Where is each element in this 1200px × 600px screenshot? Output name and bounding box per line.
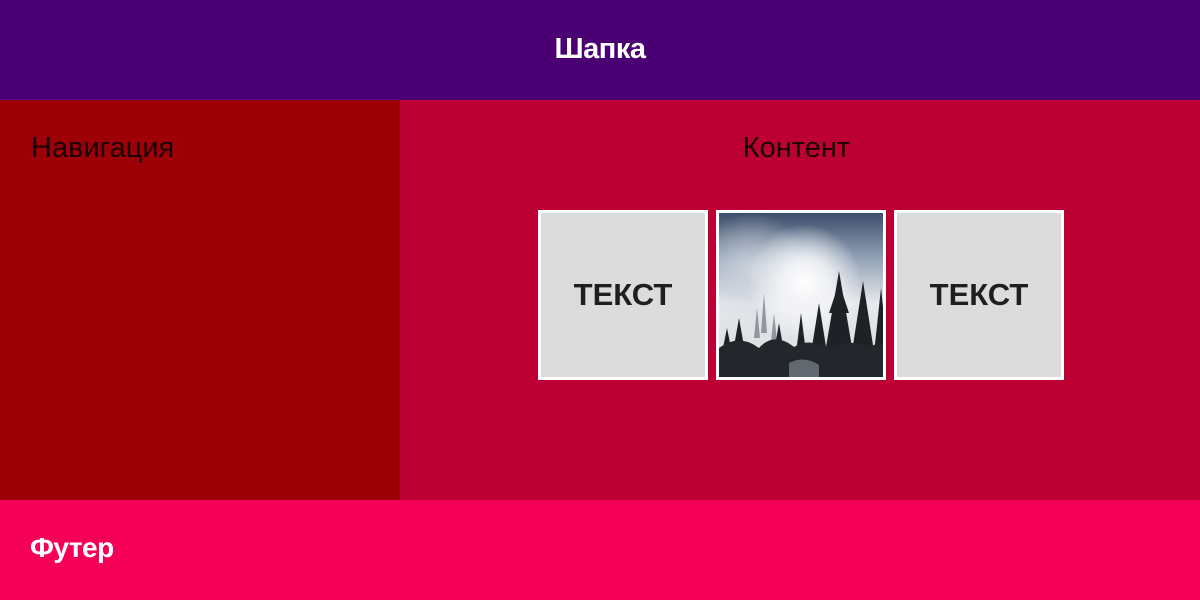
- card-row: ТЕКСТ: [538, 210, 1064, 380]
- forest-photo: [719, 213, 883, 377]
- footer-title: Футер: [30, 532, 114, 563]
- text-card: ТЕКСТ: [538, 210, 708, 380]
- text-card-label: ТЕКСТ: [929, 277, 1029, 312]
- footer: Футер: [0, 500, 1200, 600]
- text-card-label: ТЕКСТ: [573, 277, 673, 312]
- header-title: Шапка: [554, 32, 646, 65]
- header: Шапка: [0, 0, 1200, 100]
- navigation-title: Навигация: [31, 132, 175, 164]
- content-title: Контент: [742, 132, 851, 164]
- image-card: [716, 210, 886, 380]
- navigation-panel: Навигация: [0, 100, 400, 500]
- text-card: ТЕКСТ: [894, 210, 1064, 380]
